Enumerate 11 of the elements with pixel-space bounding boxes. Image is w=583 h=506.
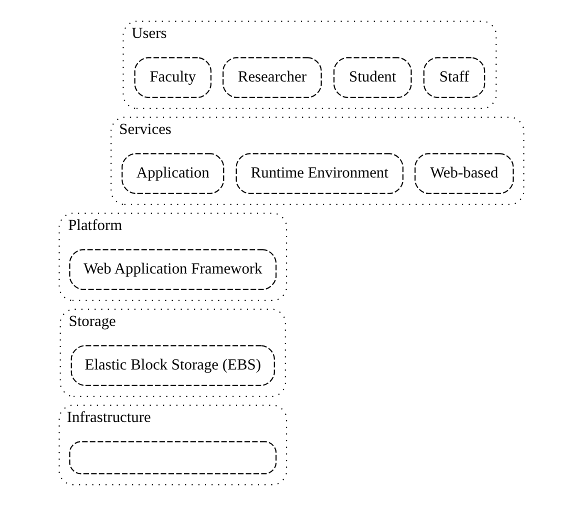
node-box: Elastic Block Storage (EBS) (70, 345, 275, 386)
node-box: Web-based (414, 153, 514, 194)
node-box: Staff (423, 57, 486, 98)
cluster: Infrastructure (58, 404, 288, 486)
node-box: Faculty (134, 57, 212, 98)
node-box: Student (333, 57, 412, 98)
node-box (69, 441, 277, 474)
node-box: Researcher (222, 57, 322, 98)
node-box: Runtime Environment (236, 153, 404, 194)
node-box: Web Application Framework (69, 249, 277, 290)
node-box: Application (122, 153, 224, 194)
